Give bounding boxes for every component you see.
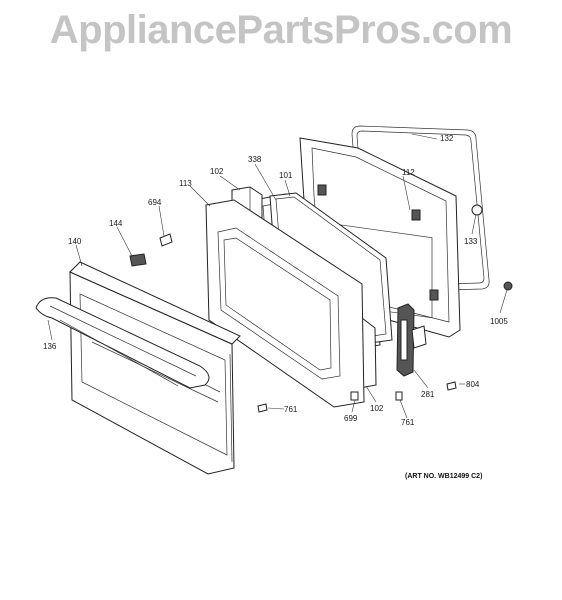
- screw-699: [350, 391, 359, 401]
- door-frame-113: [205, 199, 365, 408]
- callout-694: 694: [148, 198, 162, 207]
- screw-761-left: [257, 403, 268, 413]
- callout-140: 140: [68, 237, 82, 246]
- callout-112: 112: [402, 168, 415, 177]
- callout-761-right: 761: [401, 418, 415, 427]
- site-watermark: AppliancePartsPros.com: [49, 8, 513, 52]
- callout-101: 101: [279, 171, 293, 180]
- bracket-133: [471, 204, 483, 216]
- art-number-label: (ART NO. WB12499 C2): [405, 473, 483, 480]
- callout-136: 136: [43, 342, 57, 351]
- callout-144: 144: [109, 219, 123, 228]
- callout-1005: 1005: [490, 317, 508, 326]
- door-gasket-132: [351, 125, 490, 293]
- vent-144: [129, 253, 147, 267]
- screw-804: [446, 381, 457, 391]
- callout-338: 338: [248, 155, 262, 164]
- callout-102-lower: 102: [370, 404, 384, 413]
- callout-699: 699: [344, 414, 358, 423]
- door-handle-136: [35, 297, 210, 389]
- callout-133: 133: [464, 237, 478, 246]
- leader-lines: [47, 133, 508, 419]
- callout-132: 132: [440, 134, 454, 143]
- callout-804: 804: [466, 380, 480, 389]
- callout-761-left: 761: [284, 405, 298, 414]
- screw-694: [159, 233, 173, 247]
- hinge-281: [396, 303, 427, 377]
- bumper-1005: [503, 281, 513, 291]
- callout-113: 113: [179, 179, 192, 188]
- callout-281: 281: [421, 390, 435, 399]
- screw-761-right: [395, 391, 403, 401]
- callout-102-upper: 102: [210, 167, 224, 176]
- callout-labels: 132 338 101 112 102 113 694 144 140 133 …: [43, 134, 508, 427]
